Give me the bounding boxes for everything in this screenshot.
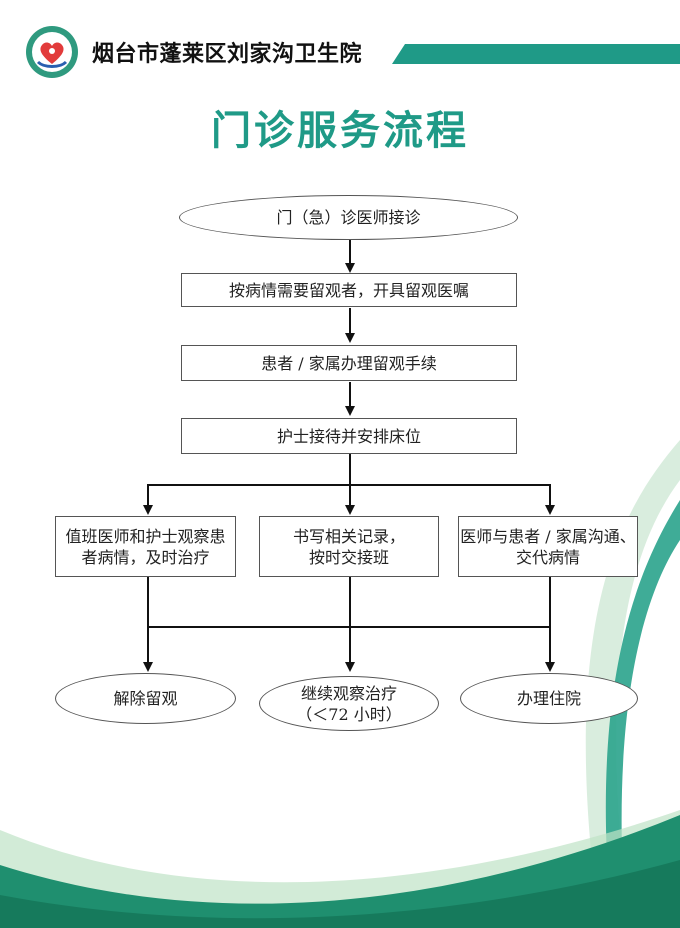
- bottom-wave-mid: [0, 860, 680, 928]
- connector-line: [349, 240, 351, 265]
- step-nurse-arrange-bed: 护士接待并安排床位: [181, 418, 517, 454]
- branch-record-handover: 书写相关记录， 按时交接班: [259, 516, 439, 577]
- connector-line: [349, 454, 351, 505]
- connector-line: [147, 626, 149, 663]
- outcome-continue-observation: 继续观察治疗 （＜72 小时）: [259, 676, 439, 731]
- branch-horizontal-line: [147, 484, 551, 486]
- branch-communicate-family: 医师与患者 / 家属沟通、 交代病情: [458, 516, 638, 577]
- connector-line: [549, 626, 551, 663]
- step-order-observation: 按病情需要留观者，开具留观医嘱: [181, 273, 517, 307]
- hospital-name: 烟台市蓬莱区刘家沟卫生院: [92, 42, 363, 67]
- merge-horizontal-line: [147, 626, 551, 628]
- step3-label: 护士接待并安排床位: [276, 426, 421, 446]
- step-admission-procedure: 患者 / 家属办理留观手续: [181, 345, 517, 381]
- arrow-head: [345, 263, 355, 273]
- arrow-head: [345, 662, 355, 672]
- arrow-head: [143, 505, 153, 515]
- connector-line: [349, 382, 351, 408]
- end-middle-label: 继续观察治疗 （＜72 小时）: [296, 683, 402, 724]
- end-left-label: 解除留观: [113, 689, 178, 708]
- arrow-head: [545, 505, 555, 515]
- branch-right-label: 医师与患者 / 家属沟通、 交代病情: [460, 526, 636, 567]
- arrow-head: [345, 406, 355, 416]
- connector-line: [349, 577, 351, 663]
- arrow-head: [345, 333, 355, 343]
- outcome-discharge-observation: 解除留观: [55, 673, 236, 724]
- start-label: 门（急）诊医师接诊: [276, 208, 421, 227]
- connector-line: [549, 577, 551, 627]
- arrow-head: [345, 505, 355, 515]
- page-title: 门诊服务流程: [211, 108, 469, 154]
- connector-line: [549, 484, 551, 505]
- arrow-head: [545, 662, 555, 672]
- step1-label: 按病情需要留观者，开具留观医嘱: [228, 280, 469, 300]
- hospital-logo-icon: [26, 26, 78, 78]
- branch-middle-label: 书写相关记录， 按时交接班: [292, 526, 405, 567]
- end-right-label: 办理住院: [516, 689, 581, 708]
- branch-left-label: 值班医师和护士观察患 者病情，及时治疗: [65, 526, 226, 567]
- arrow-head: [143, 662, 153, 672]
- step2-label: 患者 / 家属办理留观手续: [261, 353, 437, 373]
- outcome-hospitalization: 办理住院: [460, 673, 638, 724]
- connector-line: [349, 308, 351, 335]
- connector-line: [147, 484, 149, 505]
- header-accent-bar: [392, 44, 680, 64]
- start-node: 门（急）诊医师接诊: [179, 195, 518, 240]
- branch-observe-treat: 值班医师和护士观察患 者病情，及时治疗: [55, 516, 236, 577]
- connector-line: [147, 577, 149, 627]
